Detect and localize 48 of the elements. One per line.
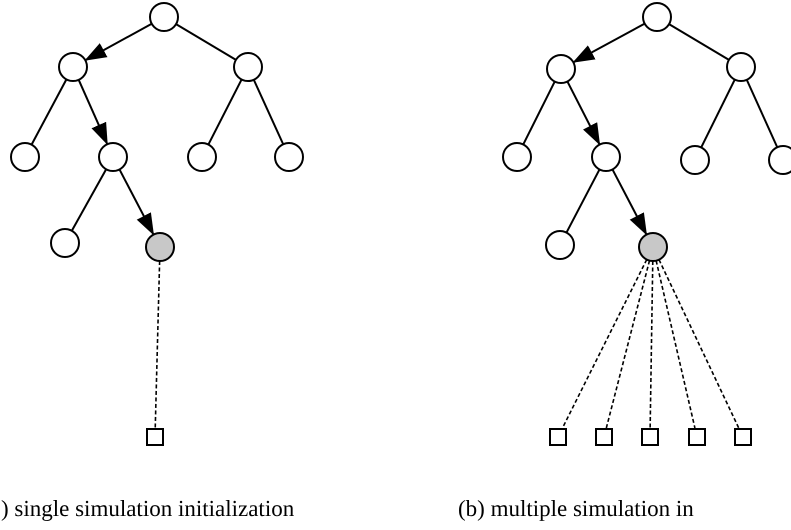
- connector-line: [30, 78, 68, 146]
- tree-node-circle: [768, 145, 791, 175]
- connector-line: [649, 260, 654, 428]
- simulation-square: [688, 428, 706, 446]
- tree-node-circle: [233, 52, 263, 82]
- arrow: [78, 79, 108, 146]
- connector-line: [207, 79, 243, 145]
- arrow: [118, 168, 154, 236]
- caption: (b) multiple simulation in: [458, 495, 694, 523]
- tree-node-circle: [145, 232, 175, 262]
- tree-node-circle: [10, 142, 40, 172]
- simulation-square: [549, 428, 567, 446]
- caption: ) single simulation initialization: [1, 495, 294, 523]
- tree-node-circle: [680, 145, 710, 175]
- connector-line: [252, 79, 284, 145]
- connector-line: [562, 259, 648, 428]
- tree-node-circle: [149, 2, 179, 32]
- simulation-square: [734, 428, 752, 446]
- arrow: [84, 22, 152, 62]
- tree-node-circle: [591, 142, 621, 172]
- simulation-square: [146, 428, 164, 446]
- tree-node-circle: [58, 52, 88, 82]
- arrow: [566, 81, 601, 146]
- tree-node-circle: [545, 230, 575, 260]
- connector-line: [746, 79, 778, 148]
- connector-line: [566, 168, 600, 234]
- tree-node-circle: [502, 142, 532, 172]
- simulation-square: [595, 428, 613, 446]
- connector-line: [606, 260, 650, 428]
- connector-line: [668, 23, 730, 61]
- tree-node-circle: [638, 232, 668, 262]
- connector-line: [70, 168, 108, 232]
- arrow: [612, 168, 648, 236]
- connector-line: [700, 79, 736, 148]
- connector-line: [655, 260, 696, 428]
- tree-node-circle: [642, 2, 672, 32]
- tree-node-circle: [546, 54, 576, 84]
- arrow: [572, 22, 646, 64]
- tree-node-circle: [274, 142, 304, 172]
- connector-line: [658, 259, 740, 428]
- tree-node-circle: [50, 228, 80, 258]
- connector-line: [176, 23, 236, 61]
- connector-line: [154, 260, 160, 428]
- tree-node-circle: [187, 142, 217, 172]
- tree-node-circle: [726, 52, 756, 82]
- connector-line: [522, 81, 556, 145]
- simulation-square: [641, 428, 659, 446]
- tree-node-circle: [98, 142, 128, 172]
